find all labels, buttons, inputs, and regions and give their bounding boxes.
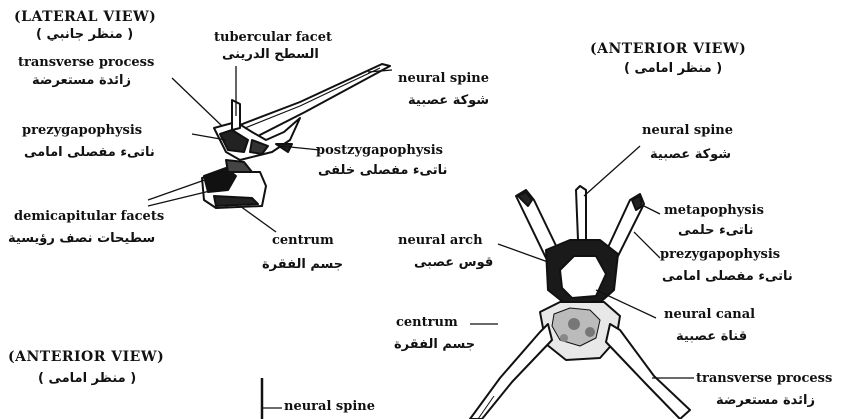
anterior-view-title: (ANTERIOR VIEW) xyxy=(590,42,746,56)
label-lateral-prezygapophysis: prezygapophysis xyxy=(22,124,142,137)
label-anterior2-neural-spine: neural spine xyxy=(284,400,375,413)
label-lateral-neural-spine-ar: شوكة عصبية xyxy=(408,94,489,107)
label-neural-canal: neural canal xyxy=(664,308,755,321)
label-anterior-neural-spine-ar: شوكة عصبية xyxy=(650,148,731,161)
lateral-view-title-ar: ( منظر جانبي ) xyxy=(36,28,133,41)
label-tubercular-facet-ar: السطح الدرينى xyxy=(222,48,319,61)
anterior-vertebra xyxy=(470,186,690,419)
label-tubercular-facet: tubercular facet xyxy=(214,31,332,44)
label-anterior-neural-spine: neural spine xyxy=(642,124,733,137)
label-metapophysis-ar: ناتىء حلمى xyxy=(678,224,754,237)
lateral-view-title: (LATERAL VIEW) xyxy=(14,10,156,24)
label-lateral-centrum-ar: جسم الفقرة xyxy=(262,258,343,271)
label-anterior-transverse-process-ar: زائدة مستعرضة xyxy=(716,394,815,407)
label-postzygapophysis: postzygapophysis xyxy=(316,144,443,157)
label-postzygapophysis-ar: ناتىء مفصلى خلفى xyxy=(318,164,447,177)
label-anterior-transverse-process: transverse process xyxy=(696,372,832,385)
label-transverse-process-ar: زائدة مستعرضة xyxy=(32,74,131,87)
label-anterior-centrum: centrum xyxy=(396,316,458,329)
anterior2-vertebra xyxy=(262,378,282,419)
label-transverse-process: transverse process xyxy=(18,56,154,69)
label-anterior-centrum-ar: جسم الفقرة xyxy=(394,338,475,351)
label-demicapitular-facets-ar: سطيحات نصف رؤيسية xyxy=(8,232,155,245)
label-neural-arch: neural arch xyxy=(398,234,483,247)
label-metapophysis: metapophysis xyxy=(664,204,764,217)
label-demicapitular-facets: demicapitular facets xyxy=(14,210,164,223)
label-lateral-centrum: centrum xyxy=(272,234,334,247)
label-anterior-prezygapophysis: prezygapophysis xyxy=(660,248,780,261)
label-neural-arch-ar: قوس عصبى xyxy=(414,256,493,269)
label-neural-canal-ar: قناة عصبية xyxy=(676,330,747,343)
anterior-view-2-title-ar: ( منظر امامى ) xyxy=(38,372,136,385)
anterior-view-title-ar: ( منظر امامى ) xyxy=(624,62,722,75)
label-lateral-prezygapophysis-ar: ناتىء مفصلى امامى xyxy=(24,146,155,159)
label-anterior-prezygapophysis-ar: ناتىء مفصلى امامى xyxy=(662,270,793,283)
lateral-vertebra xyxy=(202,64,390,208)
label-lateral-neural-spine: neural spine xyxy=(398,72,489,85)
anterior-view-2-title: (ANTERIOR VIEW) xyxy=(8,350,164,364)
